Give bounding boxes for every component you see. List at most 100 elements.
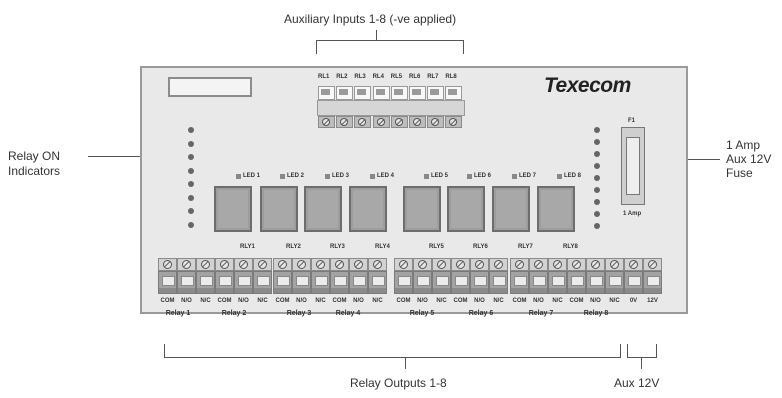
output-terminal-screw[interactable] — [605, 258, 624, 271]
output-terminal-screw[interactable] — [330, 258, 349, 271]
aux-input-terminal[interactable] — [318, 116, 335, 128]
relay-id-label: RLY5 — [429, 244, 444, 250]
output-terminal[interactable] — [394, 271, 413, 294]
aux-input-terminal[interactable] — [409, 116, 426, 128]
output-terminal-screw[interactable] — [432, 258, 451, 271]
screw-icon — [354, 260, 363, 269]
aux-input-switch[interactable] — [409, 86, 426, 100]
output-terminal-screw[interactable] — [548, 258, 567, 271]
output-terminal[interactable] — [413, 271, 432, 294]
aux-input-switch[interactable] — [445, 86, 463, 100]
output-terminal-screw[interactable] — [368, 258, 387, 271]
relay-outputs-bracket-left — [164, 344, 165, 357]
output-terminal-screw[interactable] — [158, 258, 177, 271]
aux-inputs-bracket-left — [316, 40, 317, 54]
board-dot — [594, 127, 600, 133]
output-terminal[interactable] — [311, 271, 330, 294]
output-terminal[interactable] — [273, 271, 292, 294]
aux-input-switch[interactable] — [427, 86, 445, 100]
board-dot — [188, 140, 194, 147]
output-terminal[interactable] — [196, 271, 215, 294]
terminal-label: COM — [160, 298, 175, 304]
board-dot — [188, 221, 194, 228]
output-terminal[interactable] — [234, 271, 253, 294]
output-terminal-screw[interactable] — [215, 258, 234, 271]
output-terminal[interactable] — [292, 271, 311, 294]
output-terminal-screw[interactable] — [470, 258, 489, 271]
fuse-callout-line1: 1 Amp — [726, 138, 761, 152]
led-indicator — [467, 174, 472, 179]
output-terminal-screw[interactable] — [510, 258, 529, 271]
output-terminal[interactable] — [349, 271, 368, 294]
output-terminal-screw[interactable] — [586, 258, 605, 271]
aux-input-terminal[interactable] — [445, 116, 463, 128]
output-terminal[interactable] — [529, 271, 548, 294]
output-terminal[interactable] — [330, 271, 349, 294]
output-terminal-screw[interactable] — [489, 258, 508, 271]
screw-icon — [239, 260, 248, 269]
aux-input-switch[interactable] — [390, 86, 408, 100]
output-terminal-screw[interactable] — [413, 258, 432, 271]
aux-input-switch[interactable] — [372, 86, 390, 100]
aux-input-terminal[interactable] — [336, 116, 354, 128]
output-terminal-screw[interactable] — [349, 258, 368, 271]
relay-outputs-callout: Relay Outputs 1-8 — [350, 376, 447, 390]
output-terminal-screw[interactable] — [451, 258, 470, 271]
output-terminal[interactable] — [605, 271, 624, 294]
output-terminal-screw[interactable] — [529, 258, 548, 271]
output-terminal[interactable] — [177, 271, 196, 294]
output-terminal-screw[interactable] — [643, 258, 662, 271]
board-dot — [188, 194, 194, 201]
relay-id-label: RLY7 — [518, 244, 533, 250]
output-terminal[interactable] — [567, 271, 586, 294]
aux-input-label: RL6 — [409, 74, 421, 80]
relay-outputs-bracket-bar — [164, 357, 621, 358]
aux-input-terminal[interactable] — [354, 116, 372, 128]
aux-input-terminal[interactable] — [372, 116, 390, 128]
output-terminal[interactable] — [586, 271, 605, 294]
aux-input-terminal[interactable] — [427, 116, 445, 128]
board-dot — [594, 151, 600, 157]
led-label: LED 8 — [564, 173, 582, 179]
output-terminal-screw[interactable] — [292, 258, 311, 271]
screw-icon — [610, 260, 619, 269]
aux-input-terminal[interactable] — [390, 116, 408, 128]
output-terminal-screw[interactable] — [624, 258, 643, 271]
output-terminal[interactable] — [624, 271, 643, 294]
output-terminal-screw[interactable] — [273, 258, 292, 271]
board-dot — [594, 139, 600, 145]
aux-input-switch[interactable] — [318, 86, 335, 100]
output-terminal-screw[interactable] — [253, 258, 272, 271]
output-terminal[interactable] — [432, 271, 451, 294]
output-terminal[interactable] — [470, 271, 489, 294]
screw-icon — [163, 260, 172, 269]
relay-id-label: RLY3 — [330, 244, 345, 250]
output-terminal-screw[interactable] — [177, 258, 196, 271]
screw-icon — [316, 260, 325, 269]
aux-input-housing — [317, 100, 465, 116]
output-terminal[interactable] — [643, 271, 662, 294]
aux-input-switch[interactable] — [336, 86, 354, 100]
output-terminal[interactable] — [451, 271, 470, 294]
output-terminal-screw[interactable] — [196, 258, 215, 271]
led-indicator — [325, 174, 330, 179]
relay-id-label: RLY1 — [240, 244, 255, 250]
aux-input-label: RL8 — [445, 74, 457, 80]
terminal-label: N/O — [590, 298, 601, 304]
output-terminal-screw[interactable] — [234, 258, 253, 271]
output-terminal[interactable] — [253, 271, 272, 294]
output-terminal[interactable] — [158, 271, 177, 294]
output-terminal[interactable] — [215, 271, 234, 294]
output-terminal-screw[interactable] — [311, 258, 330, 271]
relay-module — [447, 186, 485, 232]
output-terminal[interactable] — [548, 271, 567, 294]
output-terminal-screw[interactable] — [567, 258, 586, 271]
output-terminal[interactable] — [368, 271, 387, 294]
board-dot — [188, 181, 194, 187]
output-terminal[interactable] — [510, 271, 529, 294]
fuse-callout-line2: Aux 12V — [726, 152, 772, 166]
aux-input-switch[interactable] — [354, 86, 372, 100]
output-terminal-screw[interactable] — [394, 258, 413, 271]
output-terminal[interactable] — [489, 271, 508, 294]
board-dot — [188, 127, 194, 133]
